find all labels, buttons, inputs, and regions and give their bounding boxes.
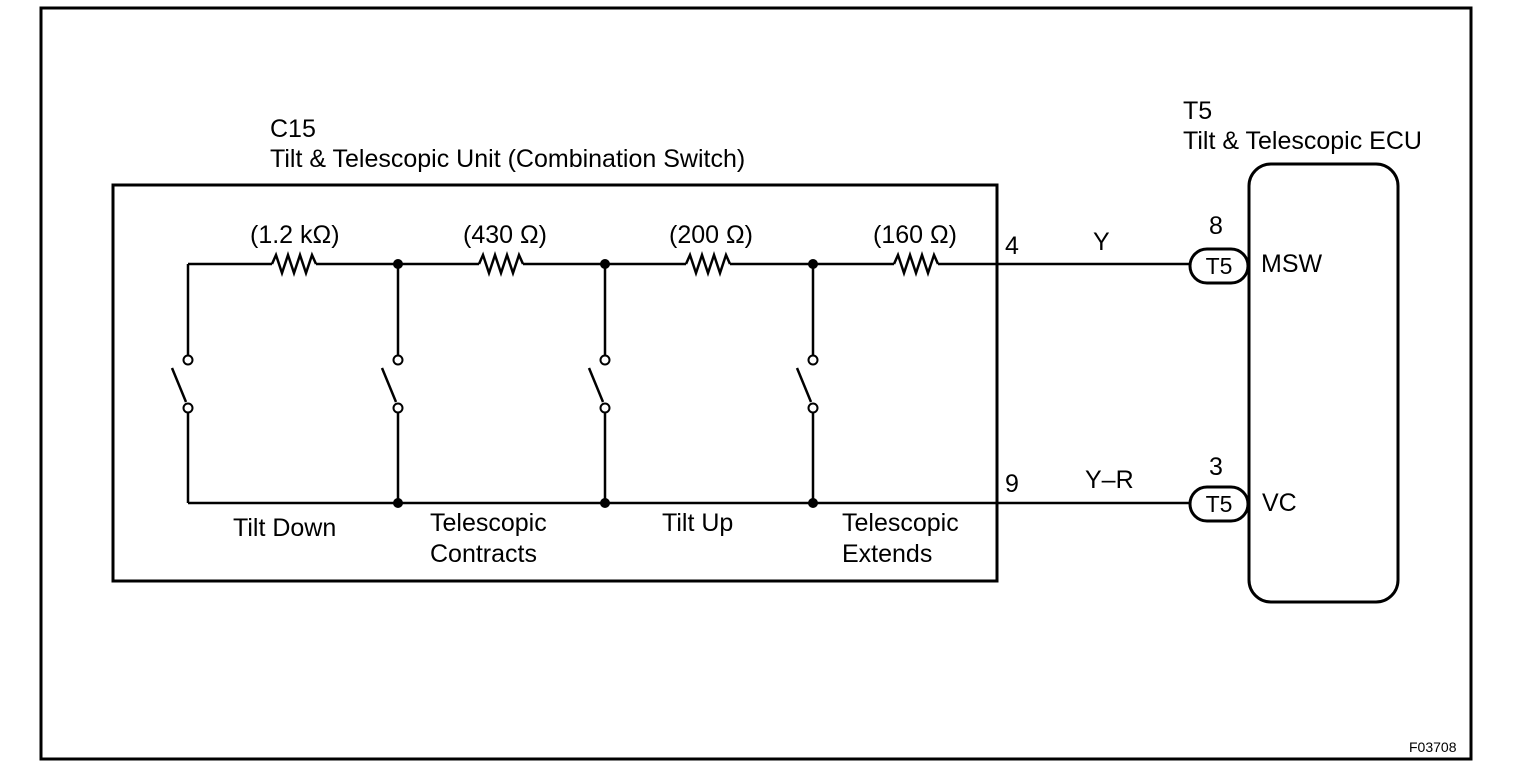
resistor-4 [892,251,940,277]
junction-dot [600,498,610,508]
junction-dot [393,259,403,269]
switch-2-label-line2: Contracts [430,540,537,568]
switch-4-label-line2: Extends [842,540,933,568]
resistor-4-value: (160 Ω) [873,221,957,249]
t5-name: Tilt & Telescopic ECU [1183,127,1422,155]
connector-oval-msw [1188,247,1250,285]
wire-color-vc: Y–R [1085,466,1134,494]
switch-1-contact-top [182,354,194,366]
junction-dot [600,259,610,269]
resistor-2 [477,251,525,277]
switch-3-label: Tilt Up [662,509,734,537]
switch-1-label: Tilt Down [233,514,337,542]
branch-wires [186,264,815,503]
terminal-msw: MSW [1261,250,1323,278]
switch-2-label-line1: Telescopic [430,509,547,537]
t5-ecu-box [1247,162,1400,604]
ecu-pin-3: 3 [1209,453,1223,481]
resistor-3 [684,251,732,277]
switch-4-contact-bottom [807,402,819,414]
switch-2-contact-bottom [392,402,404,414]
resistor-1 [270,251,318,277]
switch-blades [170,367,813,403]
outer-frame [39,6,1473,761]
connector-oval-vc [1188,485,1250,523]
resistor-3-value: (200 Ω) [669,221,753,249]
c15-unit-box [111,183,999,583]
resistor-1-value: (1.2 kΩ) [250,221,340,249]
switch-3-contact-bottom [599,402,611,414]
resistor-2-value: (430 Ω) [463,221,547,249]
unit-pin-9: 9 [1005,470,1019,498]
switch-3-contact-top [599,354,611,366]
junction-dot [808,259,818,269]
connector-label-msw: T5 [1205,253,1233,279]
wire-color-msw: Y [1093,228,1110,256]
t5-code: T5 [1183,97,1213,125]
c15-name: Tilt & Telescopic Unit (Combination Swit… [270,145,746,173]
unit-pin-4: 4 [1005,232,1019,260]
terminal-vc: VC [1262,489,1297,517]
switch-4-contact-top [807,354,819,366]
figure-id: F03708 [1409,739,1457,755]
switch-2-contact-top [392,354,404,366]
c15-code: C15 [270,115,316,143]
switch-1-contact-bottom [182,402,194,414]
junction-dot [393,498,403,508]
ecu-pin-8: 8 [1209,212,1223,240]
junction-dot [808,498,818,508]
connector-label-vc: T5 [1205,491,1233,517]
switch-4-label-line1: Telescopic [842,509,959,537]
